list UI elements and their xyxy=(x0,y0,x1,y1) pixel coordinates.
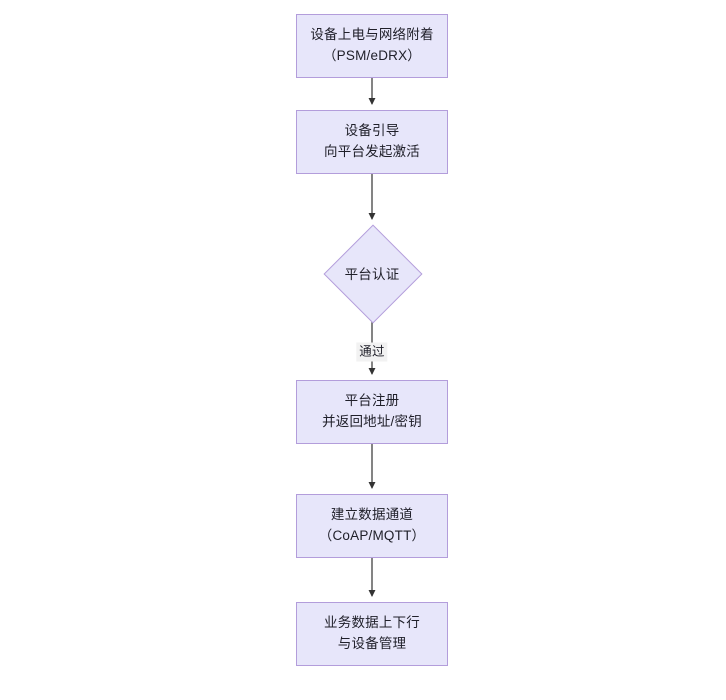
node-label: 设备引导 向平台发起激活 xyxy=(324,123,420,159)
node-label: 建立数据通道 （CoAP/MQTT） xyxy=(318,507,426,543)
node-label: 设备上电与网络附着 （PSM/eDRX） xyxy=(310,27,434,63)
node-device-bootstrap[interactable]: 设备引导 向平台发起激活 xyxy=(296,110,448,174)
node-establish-data-channel[interactable]: 建立数据通道 （CoAP/MQTT） xyxy=(296,494,448,558)
node-platform-registration[interactable]: 平台注册 并返回地址/密钥 xyxy=(296,380,448,444)
node-business-data-and-device-management[interactable]: 业务数据上下行 与设备管理 xyxy=(296,602,448,666)
node-label: 平台注册 并返回地址/密钥 xyxy=(322,393,422,429)
node-label: 业务数据上下行 与设备管理 xyxy=(324,615,420,651)
node-platform-authentication[interactable]: 平台认证 xyxy=(323,224,423,324)
edge-label-pass: 通过 xyxy=(356,342,388,362)
node-label: 平台认证 xyxy=(344,267,400,282)
node-device-power-on[interactable]: 设备上电与网络附着 （PSM/eDRX） xyxy=(296,14,448,78)
